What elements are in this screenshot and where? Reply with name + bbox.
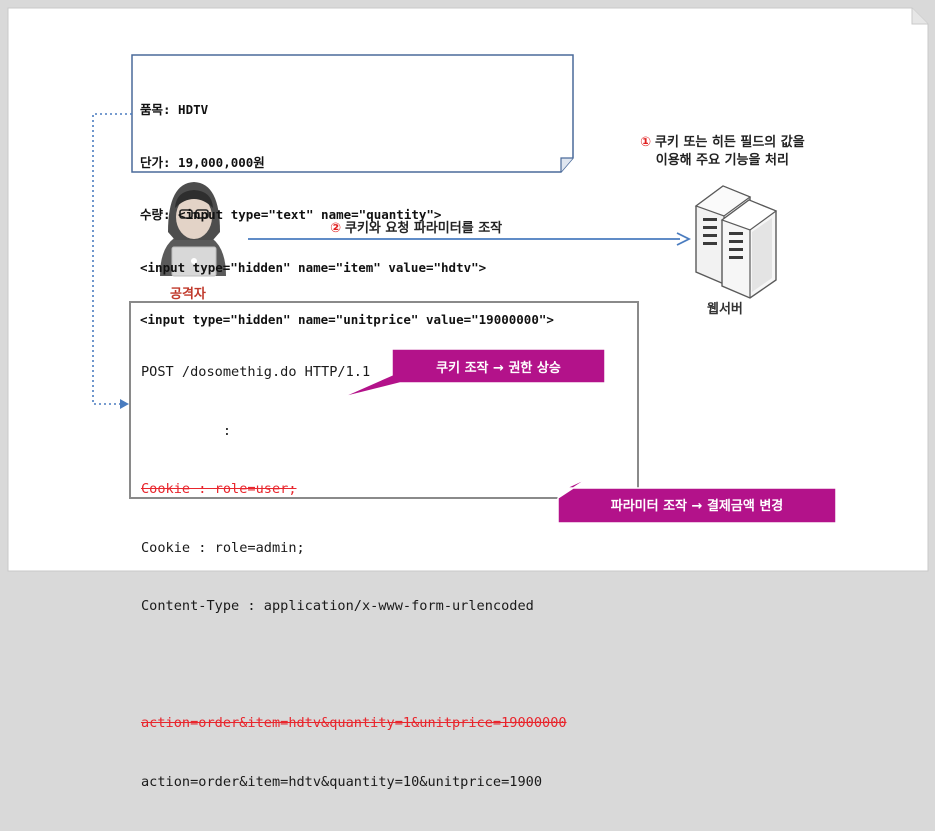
note-line: 수량: <input type="text" name="quantity"> <box>140 207 442 222</box>
cookie-modified: Cookie : role=admin; <box>141 539 305 556</box>
web-server-icon <box>694 185 778 299</box>
param-callout <box>557 476 837 524</box>
step1-marker: ① <box>640 135 652 150</box>
cookie-original: Cookie : role=user; <box>141 481 297 497</box>
slide-fold-corner <box>911 8 928 25</box>
http-request-text: POST /dosomethig.do HTTP/1.1 : Cookie : … <box>141 324 567 831</box>
attacker-icon <box>160 182 226 277</box>
body-original: action=order&item=hdtv&quantity=1&unitpr… <box>141 715 567 731</box>
note-line: 단가: 19,000,000원 <box>140 154 265 170</box>
slide: 품목: HDTV 단가: 19,000,000원 수량: <input type… <box>7 7 929 790</box>
form-source-text: 품목: HDTV 단가: 19,000,000원 수량: <input type… <box>140 66 554 364</box>
dotted-connector-arrowhead <box>120 399 129 409</box>
server-label: 웹서버 <box>707 302 743 317</box>
http-request-box <box>129 301 639 499</box>
request-arrowhead <box>676 232 692 246</box>
http-ellipsis: : <box>141 422 232 439</box>
http-request-line: POST /dosomethig.do HTTP/1.1 <box>141 364 371 380</box>
blank-line <box>141 656 567 676</box>
step2-marker: ② <box>330 221 342 236</box>
note-line: 품목: HDTV <box>140 102 209 117</box>
body-modified: action=order&item=hdtv&quantity=10&unitp… <box>141 773 543 790</box>
note-fold <box>560 157 573 172</box>
param-callout-text: 파라미터 조작 → 결제금액 변경 <box>610 499 784 514</box>
cookie-callout-text: 쿠키 조작 → 권한 상승 <box>436 361 561 376</box>
content-type-header: Content-Type : application/x-www-form-ur… <box>141 598 534 614</box>
step2-text: 쿠키와 요청 파라미터를 조작 <box>345 221 503 236</box>
note-line: <input type="hidden" name="unitprice" va… <box>140 312 554 327</box>
step1-line2: 이용해 주요 기능을 처리 <box>655 153 789 168</box>
attacker-label: 공격자 <box>170 287 206 302</box>
cookie-callout <box>339 348 606 399</box>
step1-line1: 쿠키 또는 히든 필드의 값을 <box>655 135 805 150</box>
note-line: <input type="hidden" name="item" value="… <box>140 259 487 275</box>
diagram-canvas <box>7 7 929 572</box>
